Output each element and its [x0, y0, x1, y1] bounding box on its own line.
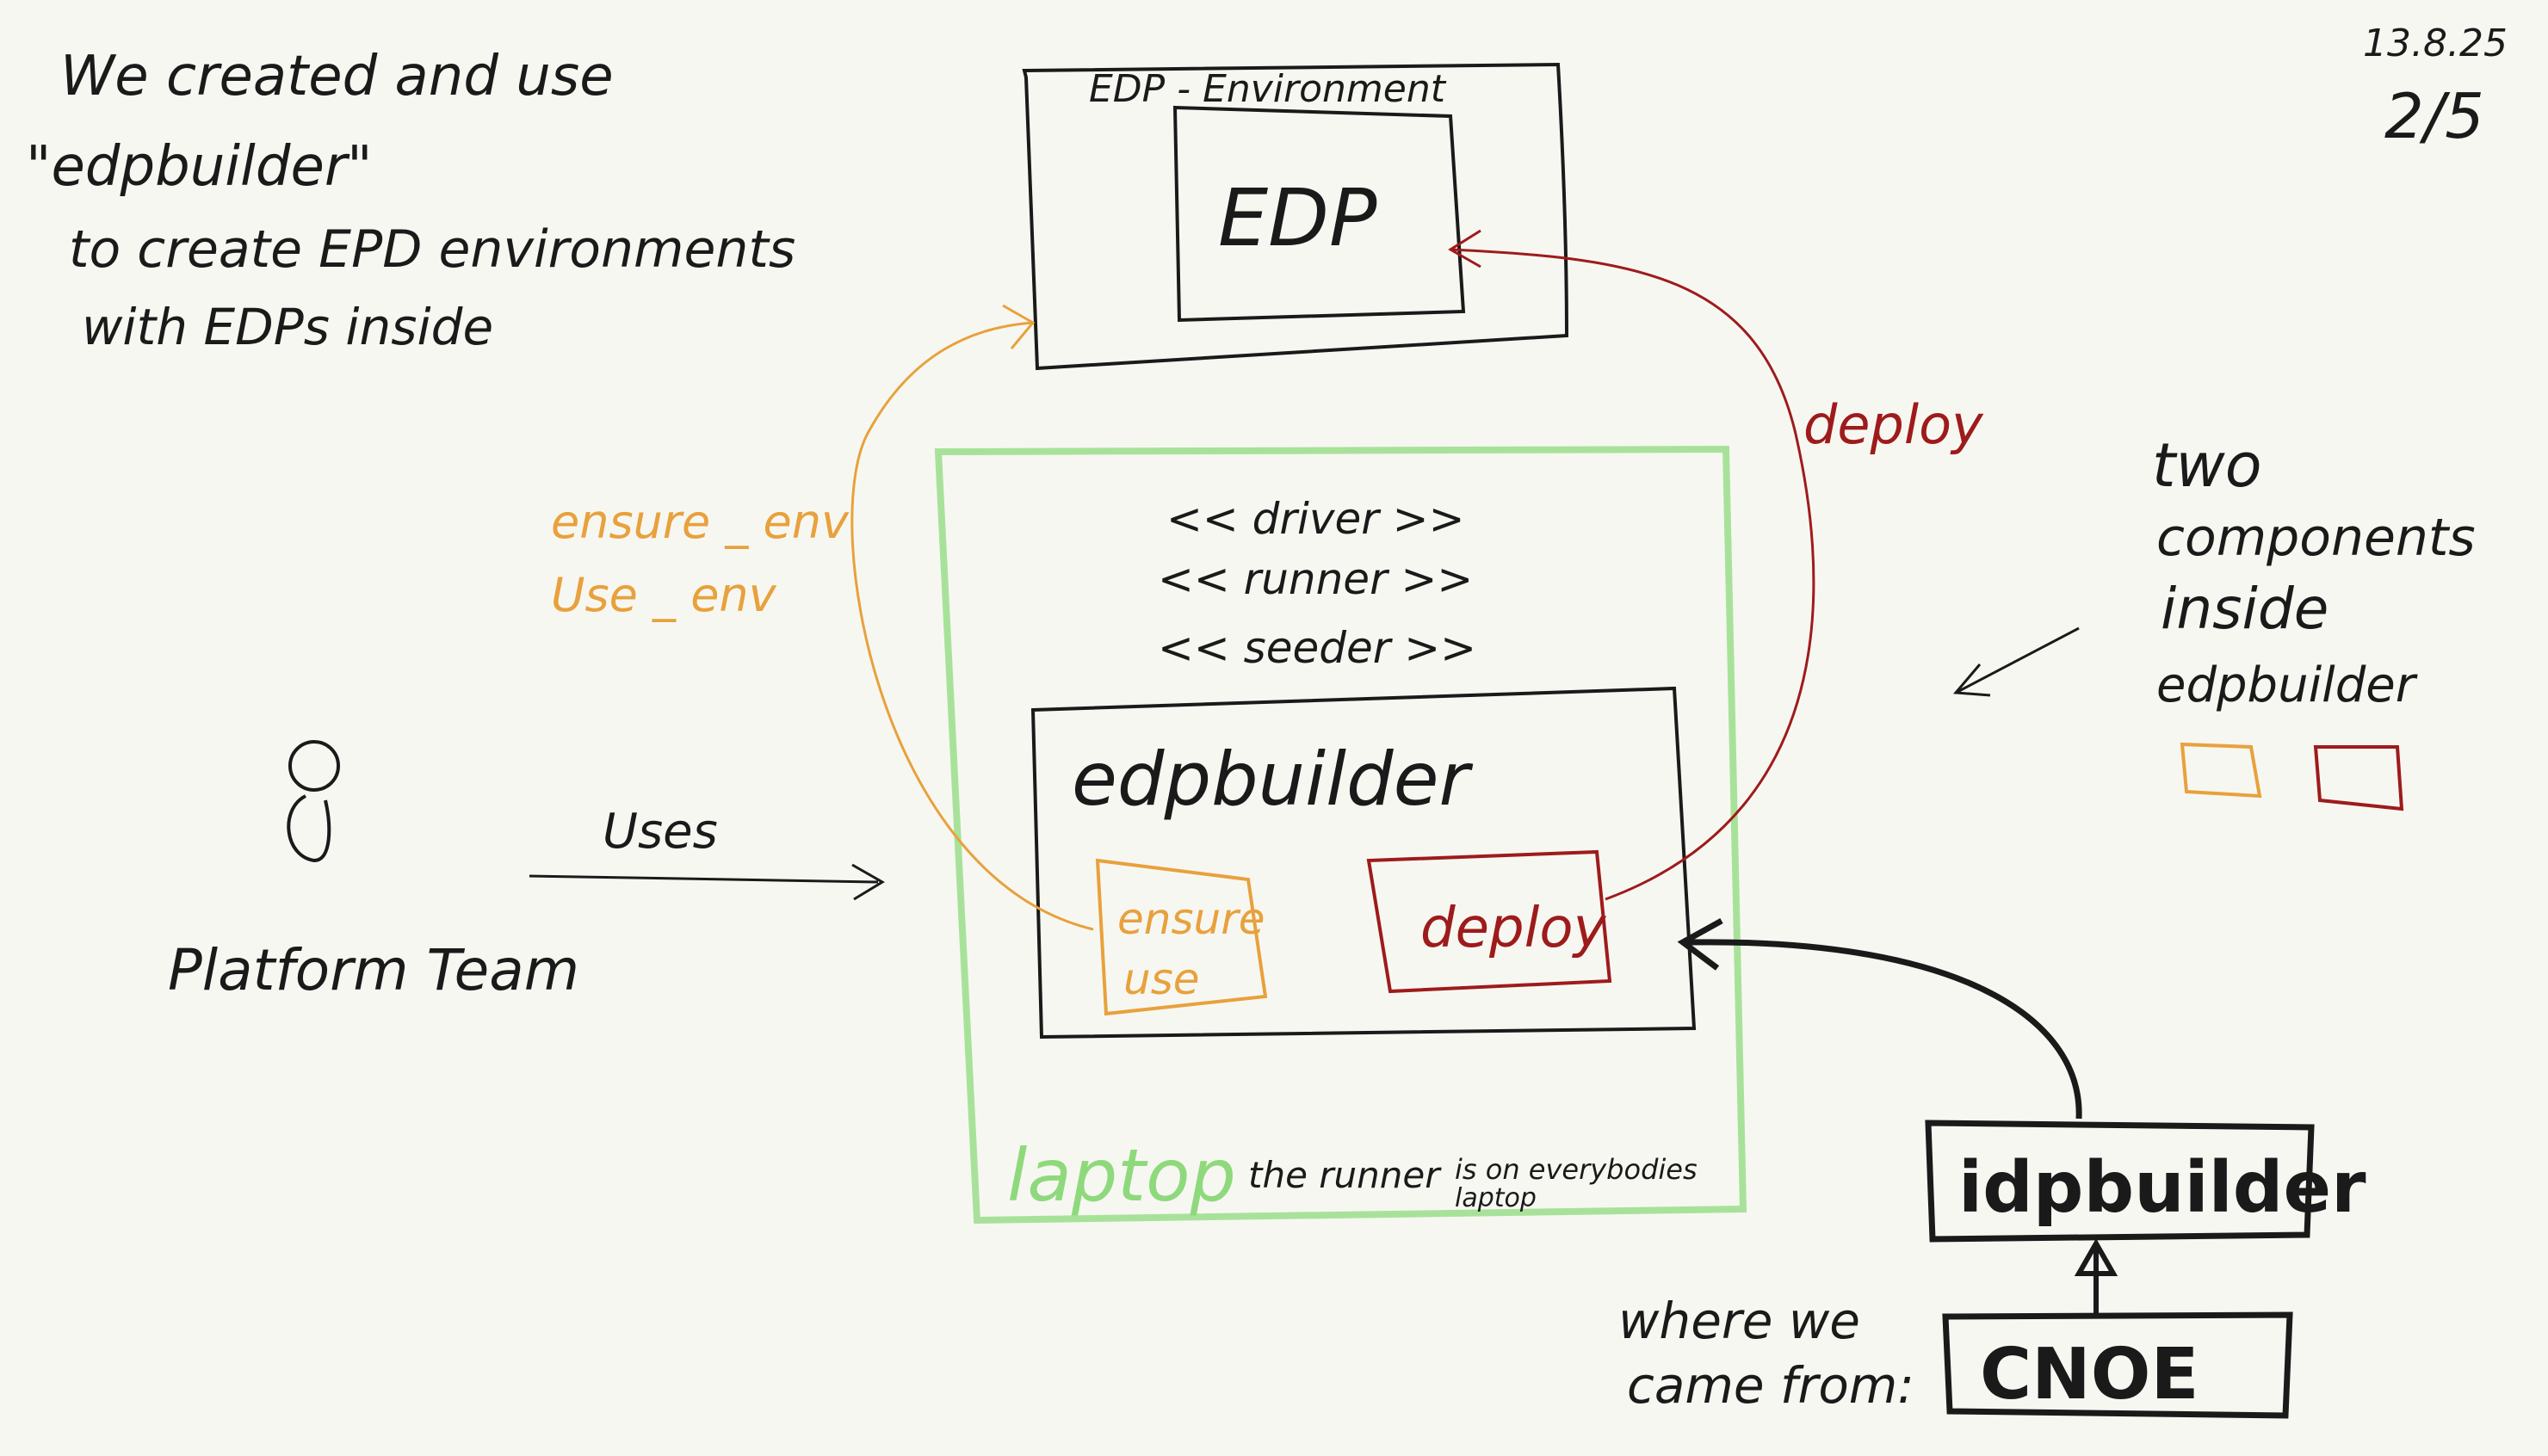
intro-line-2: "edpbuilder" [26, 135, 373, 199]
idpbuilder-label: idpbuilder [1958, 1147, 2366, 1229]
ensure-use-component [1095, 858, 1268, 1016]
laptop-note-1: the runner [1248, 1154, 1442, 1196]
actor-body [287, 794, 331, 863]
stereotype-driver: << driver >> [1166, 494, 1464, 544]
laptop-note-3: laptop [1455, 1183, 1537, 1213]
edpbuilder-title: edpbuilder [1072, 737, 1473, 823]
deploy-component [1366, 849, 1612, 994]
edp-environment: EDP - Environment EDP [1022, 62, 1569, 371]
origin: idpbuilder CNOE where we came from: [1618, 917, 2366, 1419]
ensure-env-arrow: ensure _ env Use _ env [551, 304, 1094, 931]
component-deploy: deploy [1420, 897, 1607, 960]
uses-label: Uses [603, 804, 718, 860]
origin-caption-2: came from: [1627, 1356, 1914, 1415]
legend-pointer [1955, 626, 2080, 694]
legend: two components inside edpbuilder [1952, 430, 2476, 811]
edpbuilder: edpbuilder ensure use deploy [1030, 686, 1697, 1040]
intro-line-1: We created and use [60, 45, 614, 108]
use-env-label: Use _ env [551, 568, 777, 622]
page-number: 2/5 [2384, 80, 2484, 152]
edp-label: EDP [1218, 172, 1377, 264]
laptop-label: laptop [1007, 1133, 1236, 1218]
environment-box [1022, 62, 1569, 371]
cnoe-box [1942, 1311, 2293, 1419]
legend-red-swatch [2313, 745, 2404, 811]
platform-team-actor: Platform Team [168, 740, 579, 1003]
component-ensure: ensure [1117, 894, 1265, 944]
intro-line-3: to create EPD environments [69, 219, 795, 280]
ensure-env-label: ensure _ env [551, 495, 850, 549]
stereotype-seeder: << seeder >> [1158, 623, 1476, 673]
laptop-area: laptop the runner is on everybodies lapt… [934, 445, 1747, 1225]
actor-head [288, 740, 340, 792]
legend-line-1: two [2152, 430, 2262, 501]
uses-arrow: Uses [529, 804, 885, 901]
environment-title: EDP - Environment [1089, 67, 1447, 111]
component-use: use [1123, 954, 1200, 1004]
laptop-box [934, 445, 1747, 1225]
legend-line-3: inside [2161, 576, 2328, 642]
edpbuilder-box [1030, 686, 1697, 1040]
deploy-arrow-label: deploy [1803, 393, 1984, 456]
legend-line-4: edpbuilder [2156, 657, 2418, 713]
origin-caption-1: where we [1618, 1292, 1860, 1350]
edp-box [1172, 105, 1466, 323]
origin-arrow [1686, 939, 2082, 1120]
legend-orange-swatch [2180, 742, 2262, 799]
intro-notes: We created and use "edpbuilder" to creat… [26, 45, 795, 356]
laptop-note-2: is on everybodies [1455, 1153, 1698, 1186]
cnoe-label: CNOE [1980, 1334, 2199, 1416]
date-note: 13.8.25 [2363, 22, 2508, 65]
idpbuilder-box [1925, 1120, 2315, 1243]
legend-line-2: components [2156, 508, 2476, 568]
actor-label: Platform Team [168, 937, 579, 1003]
deploy-arrow: deploy [1448, 229, 1984, 901]
intro-line-4: with EDPs inside [82, 298, 493, 356]
stereotype-runner: << runner >> [1158, 554, 1473, 604]
